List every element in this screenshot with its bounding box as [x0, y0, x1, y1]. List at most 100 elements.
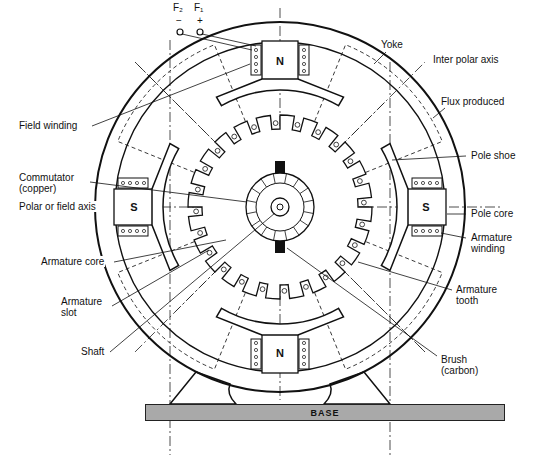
- terminal-wire: [182, 34, 252, 50]
- slot-conductor: [334, 142, 339, 147]
- commutator-segment: [285, 174, 287, 184]
- flux-lines: [118, 45, 443, 370]
- winding-turn: [302, 62, 305, 65]
- pole-shoe: [152, 144, 179, 271]
- part-label: Pole core: [470, 208, 514, 219]
- commutator-segment: [293, 179, 299, 187]
- field-winding: [412, 178, 442, 188]
- leader-line: [110, 213, 275, 352]
- leader-line: [433, 108, 445, 118]
- part-label: Shaft: [80, 346, 105, 357]
- part-label: Polar or field axis: [18, 201, 97, 212]
- leader-line: [92, 64, 250, 126]
- part-label: Armature tooth: [455, 284, 517, 306]
- field-winding: [299, 339, 309, 369]
- commutator-segment: [247, 201, 257, 203]
- slot-conductor: [295, 122, 300, 127]
- winding-turn: [302, 341, 305, 344]
- winding-turn: [302, 69, 305, 72]
- part-label: Armature core: [40, 256, 105, 267]
- terminal-name: F₁: [193, 2, 204, 13]
- polarity-sign: −: [175, 15, 183, 26]
- yoke-inner: [115, 42, 445, 372]
- winding-turn: [302, 362, 305, 365]
- winding-turn: [302, 48, 305, 51]
- leader-line: [392, 156, 466, 160]
- commutator-segment: [261, 179, 267, 187]
- winding-turn: [254, 341, 257, 344]
- winding-turn: [121, 229, 124, 232]
- field-winding: [251, 339, 261, 369]
- pole-letter: S: [420, 202, 431, 213]
- part-label: Inter polar axis: [432, 54, 500, 65]
- leader-line: [358, 262, 452, 290]
- winding-turn: [254, 362, 257, 365]
- slot-conductor: [273, 121, 278, 126]
- winding-turn: [135, 181, 138, 184]
- winding-turn: [302, 348, 305, 351]
- commutator-segment: [252, 188, 260, 194]
- leader-line: [114, 240, 226, 262]
- terminal-wire: [202, 34, 256, 46]
- winding-turn: [254, 55, 257, 58]
- field-winding: [412, 226, 442, 236]
- brush: [275, 161, 285, 173]
- field-pole: [217, 41, 344, 106]
- brush: [275, 241, 285, 253]
- slot-conductor: [232, 134, 237, 139]
- commutator-segment: [300, 188, 308, 194]
- winding-turn: [254, 348, 257, 351]
- yoke-outer: [95, 22, 465, 392]
- leader-lines: [90, 34, 466, 356]
- commutator-segment: [300, 220, 308, 226]
- field-terminals: [177, 29, 203, 35]
- part-label: Armature winding: [470, 232, 544, 254]
- leader-line: [90, 182, 247, 202]
- pole-letter: N: [274, 56, 286, 67]
- part-label: Pole shoe: [470, 150, 516, 161]
- slot-conductor: [360, 222, 365, 227]
- commutator-segment: [273, 174, 275, 184]
- base-label: BASE: [310, 408, 339, 418]
- slot-conductor: [195, 187, 200, 192]
- pole-letter: N: [274, 348, 286, 359]
- slot-conductor: [340, 261, 345, 266]
- pole-core: [262, 333, 298, 373]
- winding-turn: [254, 69, 257, 72]
- pole-core: [406, 189, 446, 225]
- winding-turn: [254, 62, 257, 65]
- field-pole: [381, 144, 446, 271]
- part-label: Flux produced: [440, 96, 505, 107]
- commutator-hub: [256, 183, 304, 231]
- commutator-segment: [304, 200, 314, 202]
- winding-turn: [121, 181, 124, 184]
- part-label: Yoke: [380, 39, 404, 50]
- slot-conductor: [252, 125, 257, 130]
- machine-body: [95, 8, 500, 400]
- winding-turn: [414, 181, 417, 184]
- field-pole: [217, 308, 344, 373]
- slot-conductor: [221, 267, 226, 272]
- part-label: Armature slot: [60, 296, 112, 318]
- slot-conductor: [194, 209, 199, 214]
- commutator-segment: [293, 227, 299, 235]
- slot-conductor: [348, 159, 353, 164]
- leader-line: [447, 214, 466, 215]
- base-plate: BASE: [145, 404, 505, 421]
- slot-conductor: [239, 279, 244, 284]
- winding-turn: [428, 229, 431, 232]
- winding-turn: [421, 181, 424, 184]
- field-winding: [251, 45, 261, 75]
- slot-conductor: [203, 166, 208, 171]
- slot-conductor: [198, 231, 203, 236]
- slot-conductor: [357, 179, 362, 184]
- field-winding: [299, 45, 309, 75]
- shaft-centre: [277, 204, 283, 210]
- terminal: [197, 29, 203, 35]
- winding-turn: [128, 229, 131, 232]
- commutator-segment: [261, 227, 267, 235]
- pole-shoe: [217, 308, 344, 335]
- winding-turn: [428, 181, 431, 184]
